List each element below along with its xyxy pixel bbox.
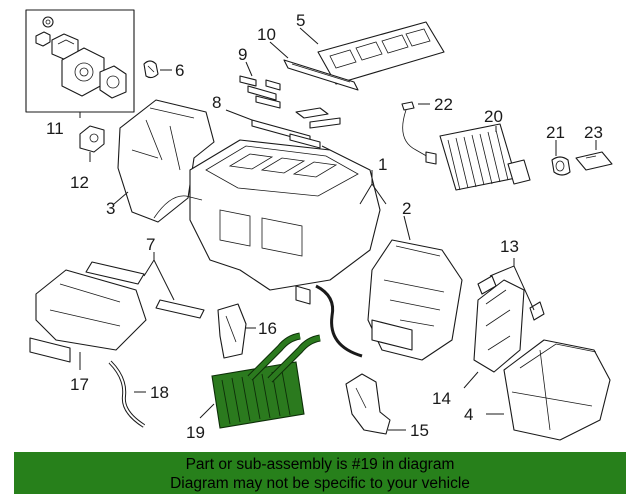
part-6-clip[interactable] [143, 60, 159, 79]
part-4-lower-case[interactable] [503, 339, 611, 441]
part-10-seal[interactable] [283, 59, 359, 91]
part-21-expansion-valve[interactable] [551, 156, 571, 176]
callout-3: 3 [106, 199, 115, 218]
part-12-actuator[interactable] [79, 125, 105, 153]
part-15-duct-elbow[interactable] [345, 373, 391, 435]
callout-13: 13 [500, 237, 519, 256]
callout-4: 4 [464, 405, 473, 424]
callout-9a: 9 [238, 45, 247, 64]
callout-1: 1 [378, 155, 387, 174]
part-9-lower-door-links[interactable] [289, 133, 321, 149]
callout-2: 2 [402, 199, 411, 218]
part-20-evaporator-core[interactable] [439, 123, 531, 191]
banner-line-1: Part or sub-assembly is #19 in diagram [185, 456, 455, 473]
part-1-hvac-case-assembly[interactable] [153, 139, 381, 305]
part-16-duct-adapter[interactable] [217, 303, 247, 359]
part-5-filter-door[interactable] [317, 21, 445, 85]
callout-18: 18 [150, 383, 169, 402]
part-14-case-half[interactable] [473, 279, 525, 373]
part-17-heater-duct[interactable] [29, 269, 147, 363]
callout-16: 16 [258, 319, 277, 338]
callout-21: 21 [546, 123, 565, 142]
callout-17: 17 [70, 375, 89, 394]
part-info-banner: Part or sub-assembly is #19 in diagram D… [14, 452, 626, 494]
callout-14: 14 [432, 389, 451, 408]
callout-8: 8 [212, 93, 221, 112]
part-2-blower-housing[interactable] [367, 239, 463, 361]
part-18-drain-hose[interactable] [108, 360, 146, 428]
part-23-bracket[interactable] [575, 151, 613, 171]
banner-line-2: Diagram may not be specific to your vehi… [170, 475, 470, 492]
callout-7: 7 [146, 235, 155, 254]
part-11-blower-motor-kit[interactable] [25, 9, 135, 113]
callout-23: 23 [584, 123, 603, 142]
callout-5: 5 [296, 11, 305, 30]
callout-12: 12 [70, 173, 89, 192]
callout-11: 11 [46, 119, 64, 138]
parts-diagram: 11 6 5 10 9 8 9 12 [25, 9, 613, 442]
callout-15: 15 [410, 421, 429, 440]
part-7-seals[interactable] [85, 261, 205, 319]
callout-6: 6 [175, 61, 184, 80]
part-19-heater-core[interactable] [211, 332, 321, 429]
callout-19: 19 [186, 423, 205, 442]
part-22-sensor-harness[interactable] [401, 101, 437, 165]
part-13-door-parts[interactable] [477, 275, 545, 321]
callout-20: 20 [484, 107, 503, 126]
callout-10: 10 [257, 25, 276, 44]
callout-22: 22 [434, 95, 453, 114]
part-9-upper-door-links[interactable] [239, 75, 281, 109]
